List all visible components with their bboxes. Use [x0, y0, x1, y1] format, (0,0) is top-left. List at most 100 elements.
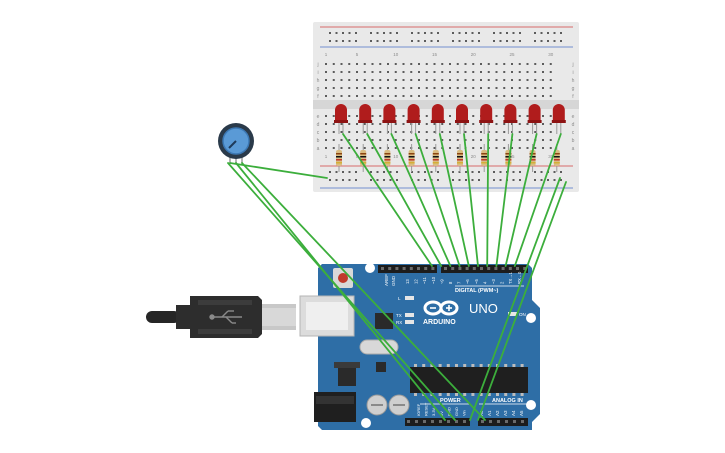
terminal-hole: [526, 131, 529, 133]
resistor-body: [408, 150, 415, 166]
led-rim: [382, 120, 397, 123]
rail-hole: [417, 179, 420, 181]
terminal-hole: [503, 115, 506, 117]
terminal-hole: [325, 147, 327, 149]
digital-pin-label: ~11: [422, 277, 427, 284]
rail-hole: [329, 179, 331, 181]
row-letter: j: [316, 62, 318, 68]
terminal-hole: [379, 71, 382, 73]
terminal-hole: [379, 147, 382, 149]
chip-pin: [471, 364, 475, 367]
rail-hole: [499, 179, 502, 181]
header-hole: [415, 420, 418, 423]
analog-pin-label: A4: [511, 410, 516, 416]
dc-barrel-jack-top: [316, 396, 354, 404]
rail-hole: [512, 171, 515, 173]
terminal-hole: [356, 63, 358, 65]
terminal-hole: [511, 63, 513, 65]
terminal-hole: [348, 147, 351, 149]
resistor-band: [553, 153, 560, 155]
column-number: 15: [432, 52, 438, 57]
terminal-hole: [518, 147, 521, 149]
power-pin-label: IOREF: [416, 403, 421, 416]
terminal-hole: [449, 131, 451, 133]
resistor: [336, 150, 342, 166]
rail-hole: [478, 179, 480, 181]
terminal-hole: [456, 95, 459, 97]
wire: [227, 162, 456, 421]
analog-header: [478, 418, 528, 426]
header-hole: [472, 267, 476, 270]
terminal-hole: [480, 63, 482, 65]
terminal-hole: [418, 79, 420, 81]
column-number: 10: [393, 52, 399, 57]
led-red: [528, 104, 541, 122]
rail-hole: [499, 40, 502, 42]
led-red: [504, 103, 517, 122]
arduino-logo-icon: [423, 300, 459, 316]
terminal-hole: [472, 139, 475, 141]
terminal-hole: [371, 139, 374, 141]
terminal-hole: [387, 131, 389, 133]
rail-hole: [383, 179, 385, 181]
terminal-hole: [410, 95, 413, 97]
terminal-hole: [348, 115, 351, 117]
model-label: UNO: [469, 301, 498, 316]
terminal-hole: [503, 63, 506, 65]
chip-pin: [512, 393, 516, 396]
terminal-hole: [371, 79, 374, 81]
digital-header-left: [378, 265, 437, 273]
terminal-hole: [387, 95, 389, 97]
resistor-body: [457, 150, 463, 166]
terminal-hole: [418, 71, 420, 73]
terminal-hole: [371, 63, 374, 65]
terminal-hole: [542, 139, 544, 141]
terminal-hole: [518, 123, 521, 125]
column-number: 30: [548, 52, 554, 57]
rail-hole: [411, 32, 413, 34]
power-pin-label: RESET: [424, 402, 429, 416]
header-holes: [381, 267, 527, 423]
terminal-hole: [363, 123, 366, 125]
led-red: [456, 104, 468, 122]
terminal-hole: [487, 71, 490, 73]
terminal-hole: [449, 71, 451, 73]
terminal-hole: [340, 95, 343, 97]
reset-button-cap[interactable]: [338, 273, 348, 283]
rail-hole: [348, 179, 351, 181]
terminal-hole: [387, 79, 389, 81]
resistor-band: [408, 153, 415, 155]
terminal-hole: [449, 123, 451, 125]
mounting-hole: [526, 400, 536, 410]
row-letter: i: [572, 70, 573, 76]
rail-hole: [355, 32, 357, 34]
header-hole: [523, 267, 527, 270]
header-hole: [431, 420, 434, 423]
usb-cable[interactable]: [146, 296, 296, 338]
terminal-hole: [480, 95, 482, 97]
digital-pin-label: ~5: [474, 279, 479, 284]
terminal-hole: [511, 87, 513, 89]
row-letter: f: [572, 94, 574, 100]
rail-hole: [534, 179, 536, 181]
terminal-hole: [526, 139, 529, 141]
terminal-hole: [356, 71, 358, 73]
led-red: [480, 104, 493, 122]
terminal-hole: [464, 95, 467, 97]
terminal-hole: [425, 139, 428, 141]
header-hole: [417, 267, 420, 270]
terminal-hole: [480, 71, 482, 73]
terminal-hole: [379, 87, 382, 89]
terminal-hole: [332, 123, 335, 125]
breadboard-holes: [325, 32, 562, 181]
header-hole: [447, 420, 450, 423]
potentiometer[interactable]: [218, 123, 254, 163]
wire: [342, 133, 433, 267]
header-hole: [423, 420, 426, 423]
terminal-hole: [472, 131, 475, 133]
terminal-hole: [526, 115, 529, 117]
terminal-hole: [487, 63, 490, 65]
